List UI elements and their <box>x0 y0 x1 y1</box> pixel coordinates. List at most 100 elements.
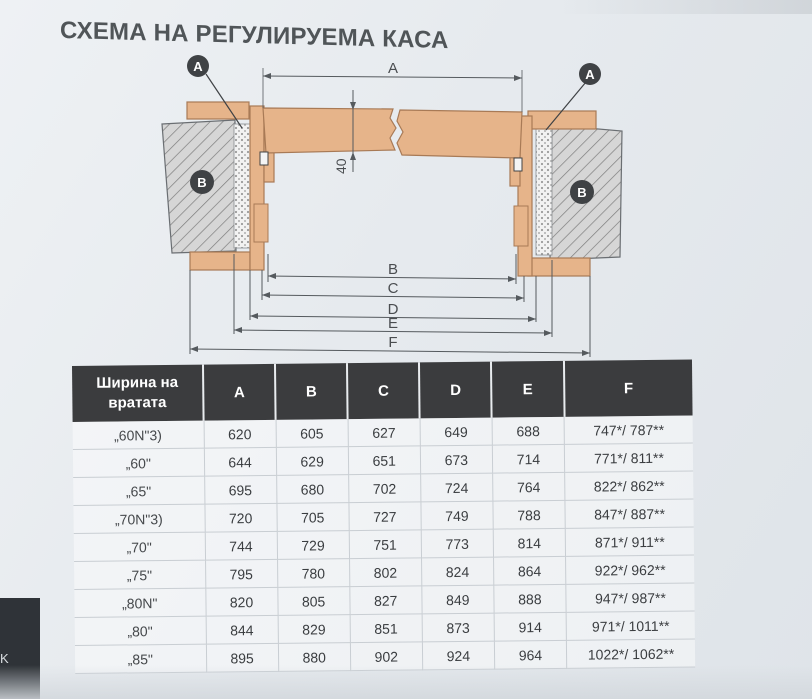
cell-b: 605 <box>275 419 349 448</box>
badge-a-left <box>187 55 209 77</box>
cell-door-width: „60" <box>72 448 205 478</box>
right-stop-lower <box>513 205 529 247</box>
dim-label-b: B <box>388 261 398 278</box>
cell-e: 688 <box>491 416 565 446</box>
header-b: B <box>275 363 348 420</box>
cell-f: 847*/ 887** <box>564 498 694 529</box>
page-title: СХЕМА НА РЕГУЛИРУЕМА КАСА <box>60 16 449 55</box>
cell-a: 820 <box>205 587 278 617</box>
cell-f: 1022*/ 1062** <box>566 638 696 669</box>
cell-c: 851 <box>349 613 423 643</box>
cell-a: 744 <box>204 531 278 561</box>
header-d: D <box>419 361 492 419</box>
cell-a: 695 <box>204 475 277 505</box>
cell-b: 729 <box>276 530 350 560</box>
right-casing-top <box>527 110 597 130</box>
cell-f: 871*/ 911** <box>565 526 695 557</box>
cell-c: 627 <box>347 418 421 447</box>
cell-b: 629 <box>275 446 349 476</box>
right-hinge <box>513 157 523 172</box>
cell-f: 971*/ 1011** <box>566 610 695 641</box>
cell-f: 947*/ 987** <box>565 582 695 613</box>
cell-c: 727 <box>348 501 422 531</box>
cell-d: 724 <box>420 473 493 502</box>
right-foam <box>535 126 553 256</box>
left-hinge <box>259 151 269 166</box>
cell-d: 773 <box>421 529 494 558</box>
cell-e: 888 <box>493 584 567 614</box>
dimensions-table: Ширина на вратата A B C D E F „60N"3) 62… <box>72 359 696 674</box>
cell-a: 795 <box>205 559 278 589</box>
dim-label-a: A <box>388 60 398 77</box>
right-casing-bottom <box>527 257 591 277</box>
cell-e: 914 <box>493 612 567 642</box>
left-casing-top <box>186 101 250 120</box>
header-e: E <box>491 360 565 418</box>
cell-b: 680 <box>276 474 349 504</box>
badge-b-right <box>570 180 594 204</box>
side-panel-label: K <box>0 651 9 666</box>
cell-e: 788 <box>492 500 566 530</box>
dimension-arrows <box>190 273 590 356</box>
cell-e: 814 <box>493 528 566 558</box>
cell-c: 751 <box>348 529 422 559</box>
cell-c: 702 <box>348 473 421 503</box>
badge-b-left-label: B <box>197 175 206 190</box>
cell-f: 822*/ 862** <box>564 471 694 501</box>
cell-d: 873 <box>421 613 495 642</box>
dim-label-e: E <box>388 315 398 332</box>
frame-diagram: A 40 <box>161 55 623 357</box>
cell-d: 849 <box>421 585 494 614</box>
cell-door-width: „70N"3) <box>73 504 205 534</box>
badge-b-right-label: B <box>577 185 586 200</box>
cell-door-width: „80" <box>74 616 206 646</box>
door-leaf-left <box>262 107 397 154</box>
badge-a-right-label: A <box>585 67 595 82</box>
badge-a-right <box>579 63 601 85</box>
cell-door-width: „65" <box>73 476 205 506</box>
left-stop-lower <box>253 203 269 243</box>
cell-door-width: „70" <box>73 532 206 562</box>
cell-b: 780 <box>277 558 350 588</box>
table-header-row: Ширина на вратата A B C D E F <box>72 359 693 422</box>
header-f: F <box>563 359 693 417</box>
monitor-bezel-shadow <box>560 0 812 14</box>
cell-d: 649 <box>419 417 493 446</box>
cell-d: 824 <box>421 557 494 586</box>
dim-label-c: C <box>388 280 399 297</box>
dim-label-f: F <box>388 334 397 351</box>
cell-d: 749 <box>420 501 494 530</box>
cell-a: 720 <box>204 503 277 533</box>
bottom-fade <box>0 665 812 699</box>
left-foam <box>233 123 251 249</box>
dimensions-table-wrap: Ширина на вратата A B C D E F „60N"3) 62… <box>72 359 696 674</box>
header-c: C <box>347 362 420 420</box>
cell-a: 644 <box>203 447 277 477</box>
cell-door-width: „80N" <box>74 588 206 618</box>
cell-f: 747*/ 787** <box>564 415 693 445</box>
cell-a: 844 <box>205 615 279 645</box>
cell-b: 805 <box>277 586 350 616</box>
cell-c: 802 <box>349 557 422 587</box>
cell-c: 651 <box>348 445 421 475</box>
badge-a-left-label: A <box>193 59 203 74</box>
cell-e: 714 <box>492 444 565 474</box>
header-a: A <box>202 363 276 421</box>
badge-b-left <box>190 170 214 194</box>
cell-e: 764 <box>492 472 565 502</box>
cell-b: 829 <box>277 614 351 644</box>
cell-door-width: „75" <box>74 560 206 590</box>
cell-b: 705 <box>276 502 349 532</box>
cell-f: 922*/ 962** <box>565 554 695 585</box>
cell-f: 771*/ 811** <box>564 443 694 473</box>
cell-c: 827 <box>349 585 422 615</box>
header-door-width: Ширина на вратата <box>72 364 204 422</box>
dim-label-d: D <box>388 301 399 318</box>
cell-door-width: „60N"3) <box>72 420 204 450</box>
cell-e: 864 <box>493 556 566 586</box>
left-jamb <box>249 105 265 271</box>
cell-a: 620 <box>203 419 276 449</box>
cell-d: 673 <box>420 445 493 474</box>
dim-label-depth: 40 <box>333 158 349 174</box>
